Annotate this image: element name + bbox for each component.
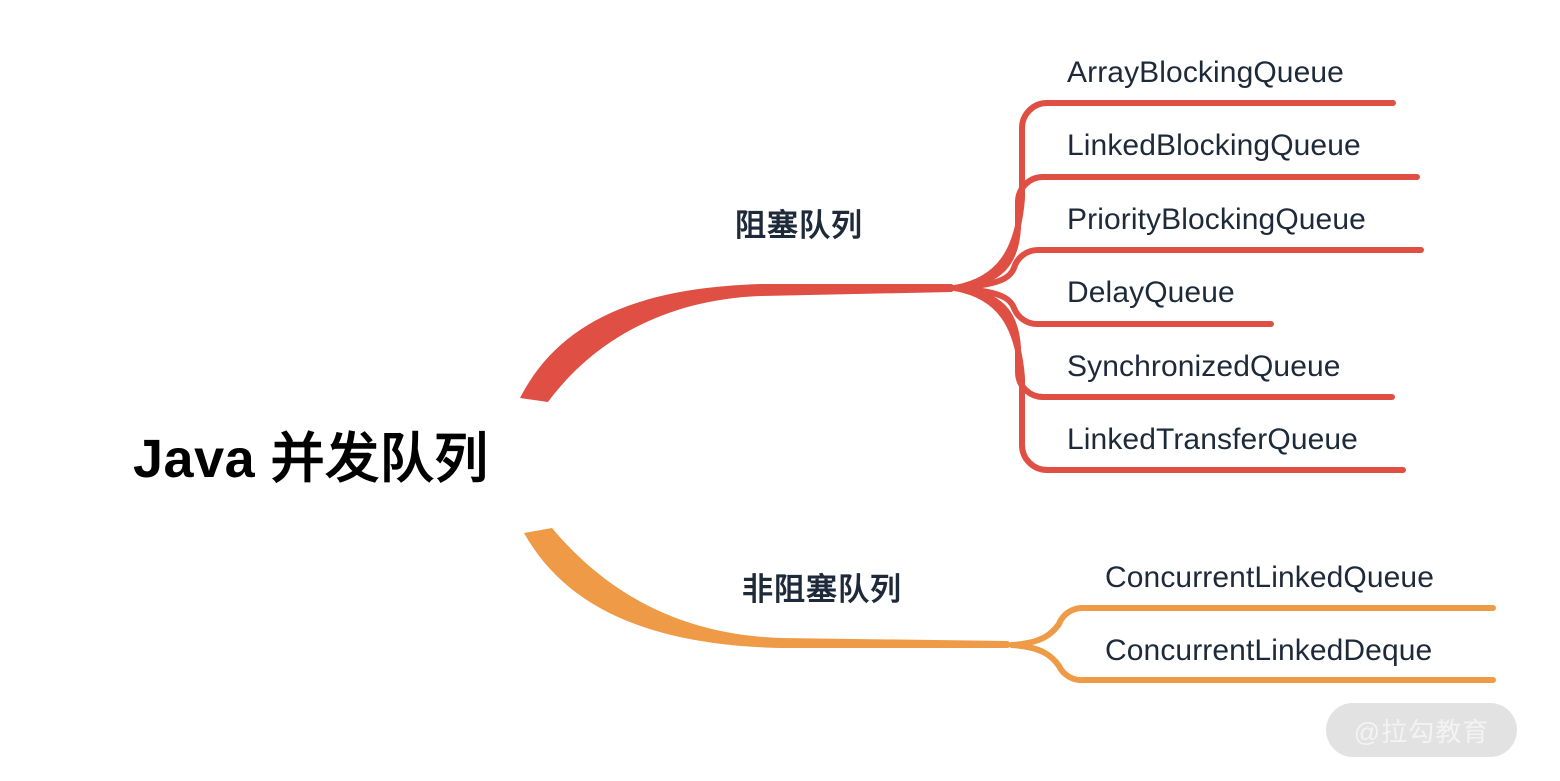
leaf-concurrentlinkedqueue: ConcurrentLinkedQueue	[1105, 561, 1434, 594]
trunk-nonblocking	[524, 528, 1013, 648]
edge-nonblocking-concurrentlinkedqueue	[1009, 604, 1496, 648]
watermark-text: @拉勾教育	[1353, 716, 1490, 747]
edge-blocking-linkedtransferqueue	[952, 285, 1406, 473]
edge-nonblocking-concurrentlinkeddeque	[1009, 642, 1496, 684]
leaf-priorityblockingqueue: PriorityBlockingQueue	[1067, 203, 1366, 236]
edge-blocking-arrayblockingqueue	[952, 100, 1396, 291]
leaf-synchronizedqueue: SynchronizedQueue	[1067, 350, 1341, 383]
root-node-label: Java 并发队列	[133, 429, 489, 489]
branch-label-nonblocking: 非阻塞队列	[742, 572, 902, 607]
edge-blocking-linkedblockingqueue	[952, 174, 1420, 291]
edge-blocking-delayqueue	[952, 285, 1274, 328]
leaf-linkedtransferqueue: LinkedTransferQueue	[1067, 423, 1358, 456]
leaf-concurrentlinkeddeque: ConcurrentLinkedDeque	[1105, 634, 1433, 667]
edge-blocking-priorityblockingqueue	[952, 247, 1424, 291]
leaf-linkedblockingqueue: LinkedBlockingQueue	[1067, 129, 1361, 162]
watermark-badge: @拉勾教育	[1326, 703, 1517, 757]
trunk-blocking	[520, 284, 956, 402]
leaf-arrayblockingqueue: ArrayBlockingQueue	[1067, 56, 1344, 89]
leaf-delayqueue: DelayQueue	[1067, 276, 1235, 309]
branch-label-blocking: 阻塞队列	[735, 208, 863, 243]
